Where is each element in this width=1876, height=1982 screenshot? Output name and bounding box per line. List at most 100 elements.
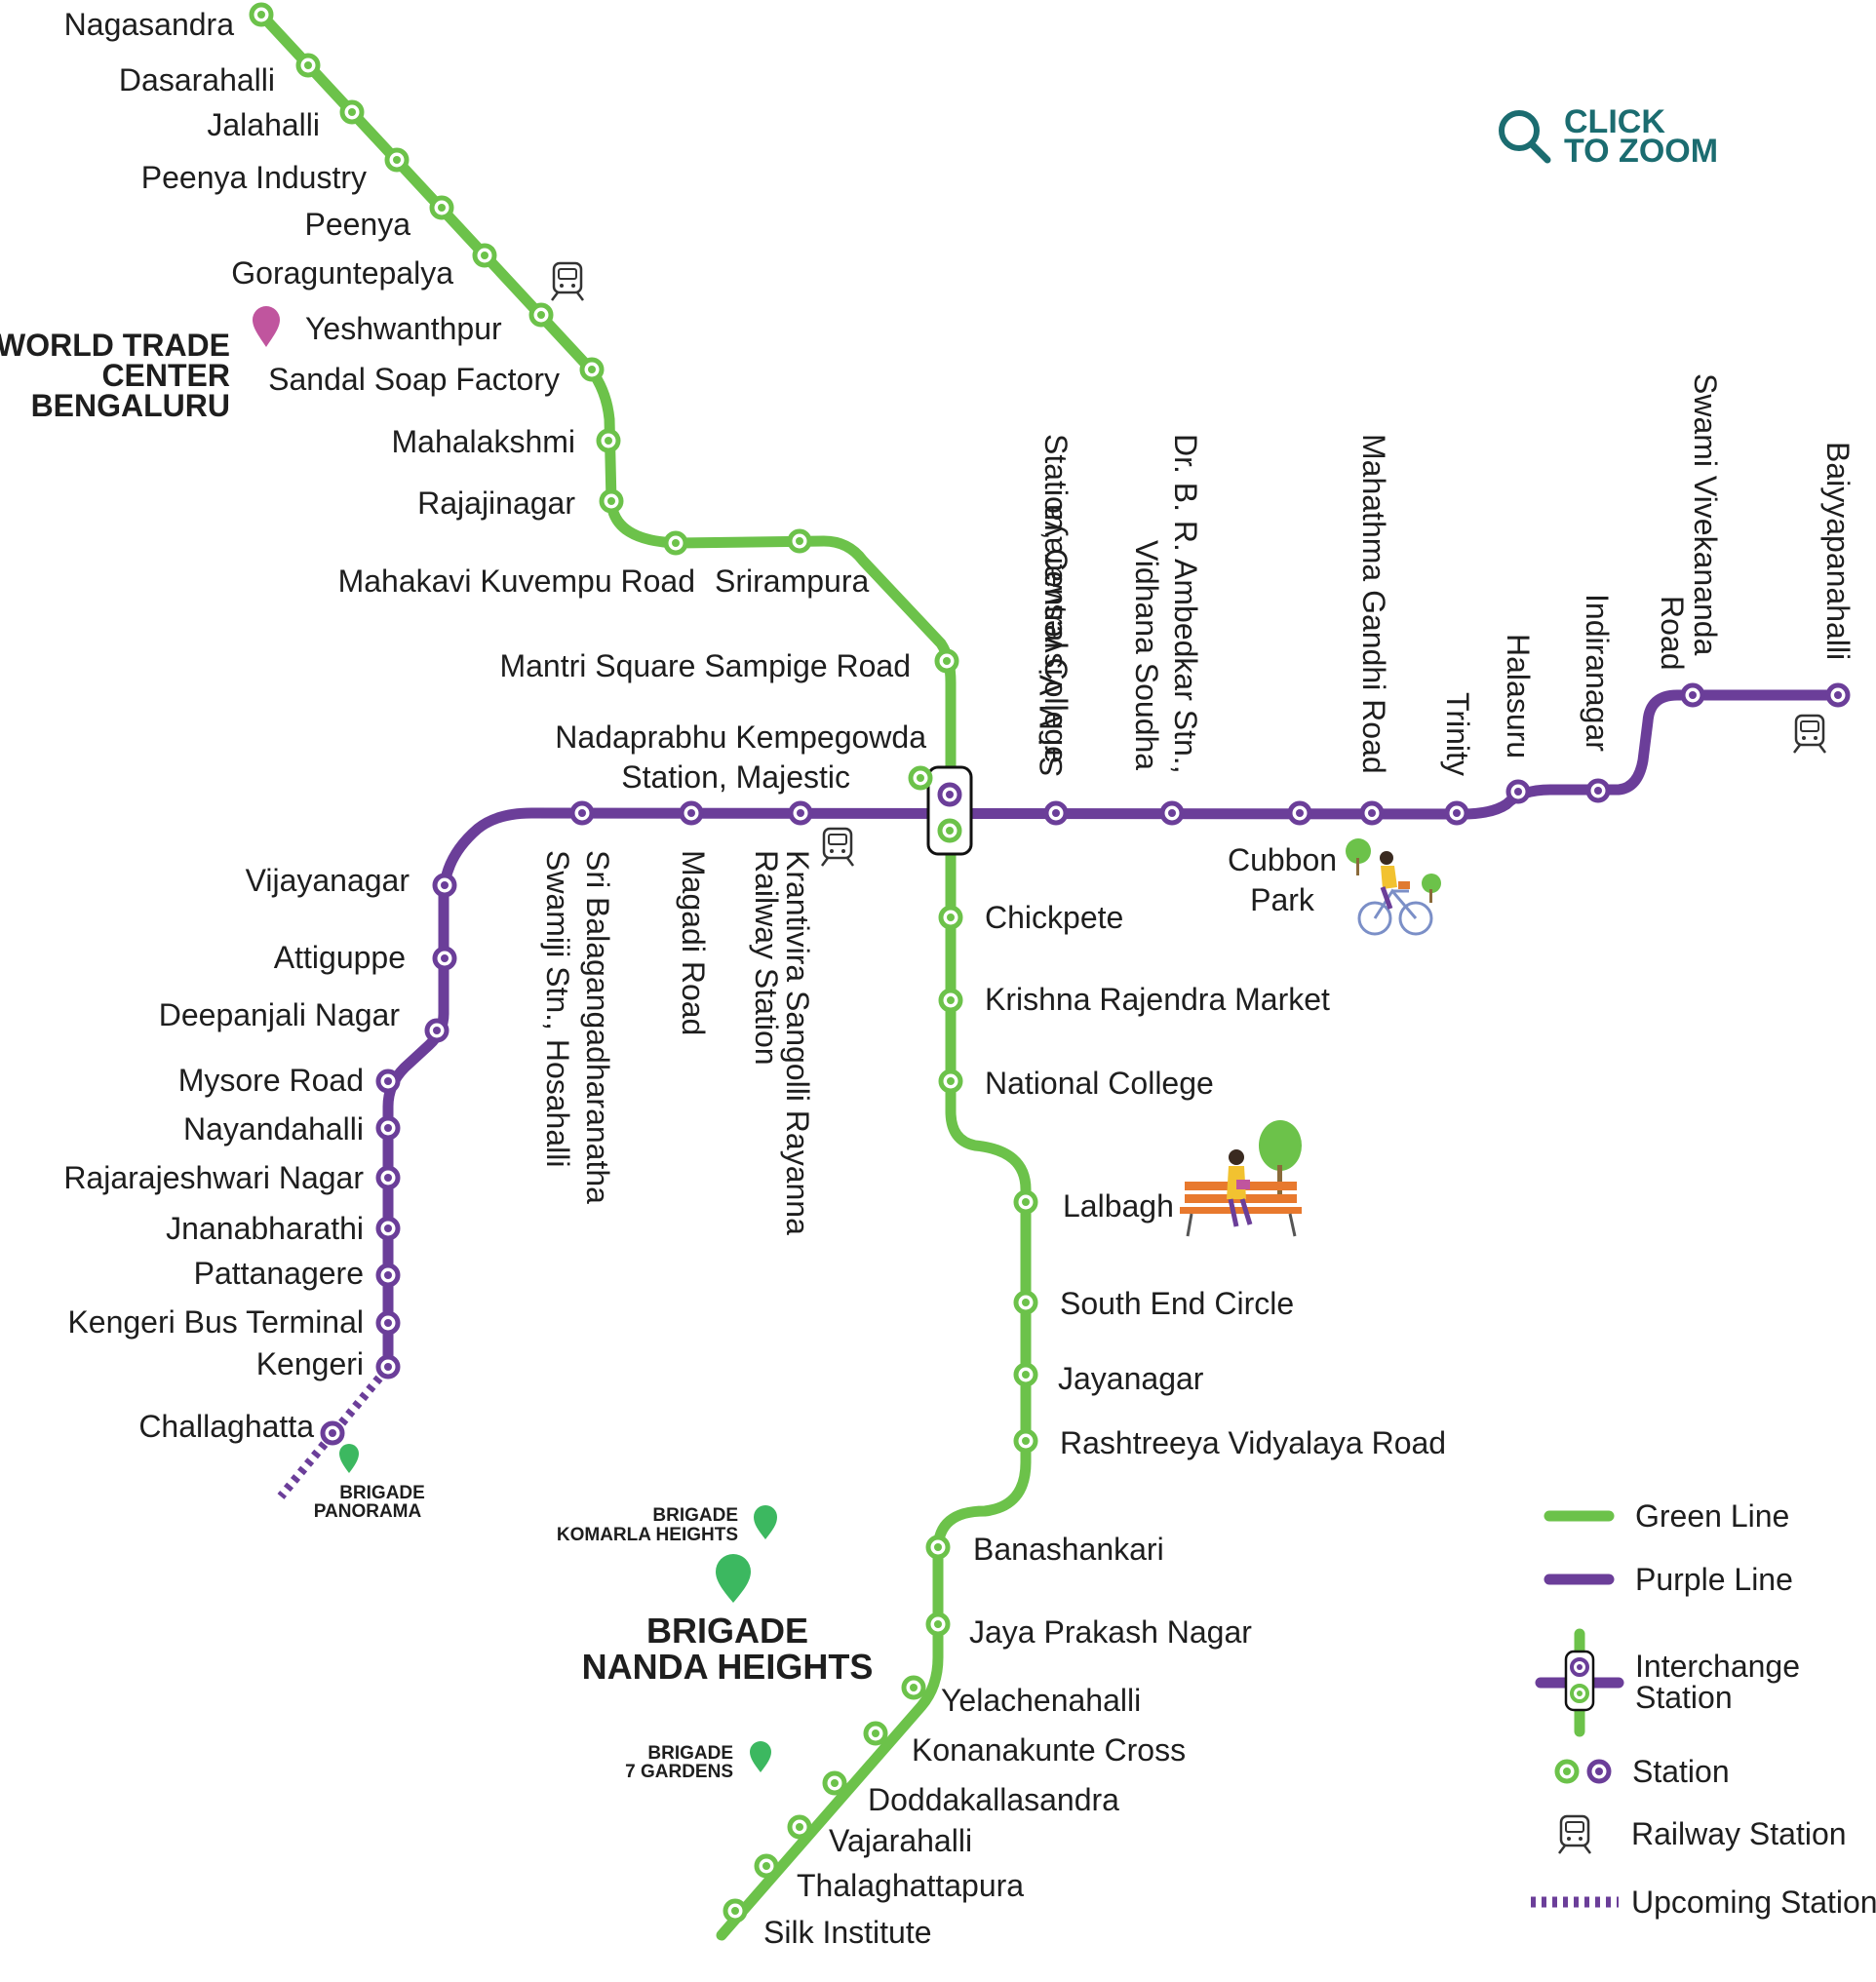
- station-dot-jayanagar: [1016, 1365, 1036, 1384]
- station-dot-sandal-soap: [582, 360, 602, 379]
- purple-west-labels: Vijayanagar Attiguppe Deepanjali Nagar M…: [63, 863, 410, 1444]
- label-deepanjali: Deepanjali Nagar: [159, 997, 401, 1032]
- komarla-label-2: KOMARLA HEIGHTS: [557, 1525, 738, 1545]
- station-dot-trinity: [1447, 803, 1466, 823]
- label-kuvempu: Mahakavi Kuvempu Road: [338, 564, 695, 599]
- station-dot-pattanagere: [378, 1265, 398, 1285]
- label-hosahalli-1: Sri Balagangadharanatha: [580, 850, 615, 1204]
- legend-purple-line: Purple Line: [1635, 1562, 1793, 1597]
- label-jp-nagar: Jaya Prakash Nagar: [969, 1614, 1252, 1650]
- station-dot-rv-road: [1016, 1431, 1036, 1451]
- label-majestic-1: Nadaprabhu Kempegowda: [555, 719, 926, 755]
- label-national-college: National College: [985, 1066, 1214, 1101]
- label-yeshwanthpur: Yeshwanthpur: [305, 311, 502, 346]
- label-jnanabharathi: Jnanabharathi: [166, 1211, 364, 1246]
- label-jayanagar: Jayanagar: [1058, 1361, 1204, 1396]
- railway-icon-krantivira: [820, 827, 855, 868]
- station-dot-yeshwanthpur: [531, 305, 551, 325]
- label-sandal-soap: Sandal Soap Factory: [268, 362, 560, 397]
- green-station-labels: Nagasandra Dasarahalli Jalahalli Peenya …: [64, 7, 1446, 1950]
- station-dot-kengeri: [378, 1357, 398, 1377]
- label-baiyyappanahalli: Baiyyapanahalli: [1820, 442, 1856, 660]
- station-dot-banashankari: [928, 1537, 948, 1557]
- label-chickpete: Chickpete: [985, 900, 1123, 935]
- label-ambedkar-2: Vidhana Soudha: [1129, 540, 1164, 770]
- label-goraguntepalya: Goraguntepalya: [231, 255, 453, 291]
- nanda-heights-pin-icon: [716, 1554, 751, 1603]
- label-krantivira-1: Krantivira Sangolli Rayanna: [780, 850, 815, 1235]
- station-dot-ambedkar: [1162, 803, 1182, 823]
- bench-reader-icon: [1180, 1120, 1302, 1237]
- station-dot-mysore-road: [378, 1071, 398, 1091]
- panorama-label-1: BRIGADE: [339, 1483, 425, 1503]
- label-silk-institute: Silk Institute: [763, 1915, 932, 1950]
- station-dot-mantri: [937, 651, 957, 671]
- station-dot-yelachenahalli: [904, 1678, 923, 1697]
- label-vivekananda-1: Swami Vivekananda: [1688, 373, 1723, 656]
- label-dasarahalli: Dasarahalli: [119, 62, 275, 97]
- station-dot-indiranagar: [1588, 781, 1608, 800]
- station-dot-srirampura: [790, 531, 809, 551]
- station-dot-lalbagh: [1016, 1192, 1036, 1212]
- label-nayandahalli: Nayandahalli: [183, 1111, 364, 1146]
- station-dot-halasuru: [1508, 782, 1528, 801]
- label-peenya-industry: Peenya Industry: [141, 160, 367, 195]
- label-nagasandra: Nagasandra: [64, 7, 235, 42]
- nanda-heights-label-2: NANDA HEIGHTS: [582, 1647, 874, 1687]
- station-dot-jnanabharathi: [378, 1219, 398, 1238]
- komarla-pin-icon: [754, 1505, 777, 1539]
- label-mg-road: Mahathma Gandhi Road: [1356, 434, 1391, 774]
- label-yelachenahalli: Yelachenahalli: [941, 1683, 1141, 1718]
- label-mysore-road: Mysore Road: [178, 1063, 364, 1098]
- station-dot-challaghatta: [323, 1423, 342, 1443]
- label-mantri: Mantri Square Sampige Road: [499, 648, 911, 683]
- label-rr-nagar: Rajarajeshwari Nagar: [63, 1160, 364, 1195]
- station-dot-chickpete: [941, 908, 960, 927]
- legend-interchange-1: Interchange: [1635, 1649, 1800, 1684]
- label-thalaghattapura: Thalaghattapura: [797, 1868, 1024, 1903]
- label-majestic-2: Station, Majestic: [621, 759, 850, 795]
- cubbon-park-label-1: Cubbon: [1228, 842, 1337, 877]
- zoom-label-1: CLICK: [1564, 103, 1665, 140]
- wtc-label-3: BENGALURU: [31, 388, 230, 423]
- label-vajarahalli: Vajarahalli: [829, 1823, 972, 1858]
- nanda-heights-label-1: BRIGADE: [646, 1611, 808, 1651]
- station-dot-goraguntepalya: [475, 246, 494, 265]
- station-dot-south-end: [1016, 1293, 1036, 1312]
- label-vivekananda-2: Road: [1655, 596, 1690, 671]
- label-halasuru: Halasuru: [1501, 634, 1536, 758]
- cyclist-icon: [1346, 838, 1441, 936]
- station-dot-peenya: [432, 198, 451, 217]
- label-kengeri: Kengeri: [256, 1346, 364, 1381]
- label-magadi: Magadi Road: [676, 850, 711, 1035]
- legend-interchange-2: Station: [1635, 1680, 1733, 1715]
- station-dot-dasarahalli: [298, 56, 318, 75]
- label-konanakunte: Konanakunte Cross: [912, 1732, 1186, 1768]
- zoom-label-2: TO ZOOM: [1564, 133, 1718, 170]
- label-doddakallasandra: Doddakallasandra: [868, 1782, 1119, 1817]
- green-line-track: [255, 9, 1032, 1941]
- legend-station: Station: [1632, 1754, 1730, 1789]
- label-pattanagere: Pattanagere: [194, 1256, 364, 1291]
- label-rajajinagar: Rajajinagar: [417, 486, 575, 521]
- station-dot-national-college: [941, 1071, 960, 1091]
- label-challaghatta: Challaghatta: [138, 1409, 314, 1444]
- station-dot-peenya-industry: [387, 150, 407, 170]
- station-dot-ambedkar-2: [1290, 803, 1309, 823]
- label-rv-road: Rashtreeya Vidyalaya Road: [1060, 1425, 1446, 1460]
- station-dot-mahalakshmi: [599, 431, 618, 450]
- label-mahalakshmi: Mahalakshmi: [391, 424, 575, 459]
- station-dot-vijayanagar: [435, 875, 454, 895]
- label-kr-market: Krishna Rajendra Market: [985, 982, 1330, 1017]
- gardens-label-1: BRIGADE: [647, 1743, 733, 1764]
- station-dot-vivekananda: [1683, 685, 1702, 705]
- gardens-pin-icon: [750, 1741, 771, 1772]
- label-kengeri-bus: Kengeri Bus Terminal: [67, 1304, 364, 1340]
- click-to-zoom-button[interactable]: CLICK TO ZOOM: [1499, 103, 1718, 170]
- station-dot-visvesvaraya: [1046, 803, 1066, 823]
- station-dot-rr-nagar: [378, 1168, 398, 1187]
- label-jalahalli: Jalahalli: [207, 107, 320, 142]
- legend: Green Line Purple Line Interchange Stati…: [1531, 1498, 1876, 1920]
- station-dot-konanakunte: [866, 1724, 885, 1743]
- wtc-label-1: WORLD TRADE: [0, 328, 230, 363]
